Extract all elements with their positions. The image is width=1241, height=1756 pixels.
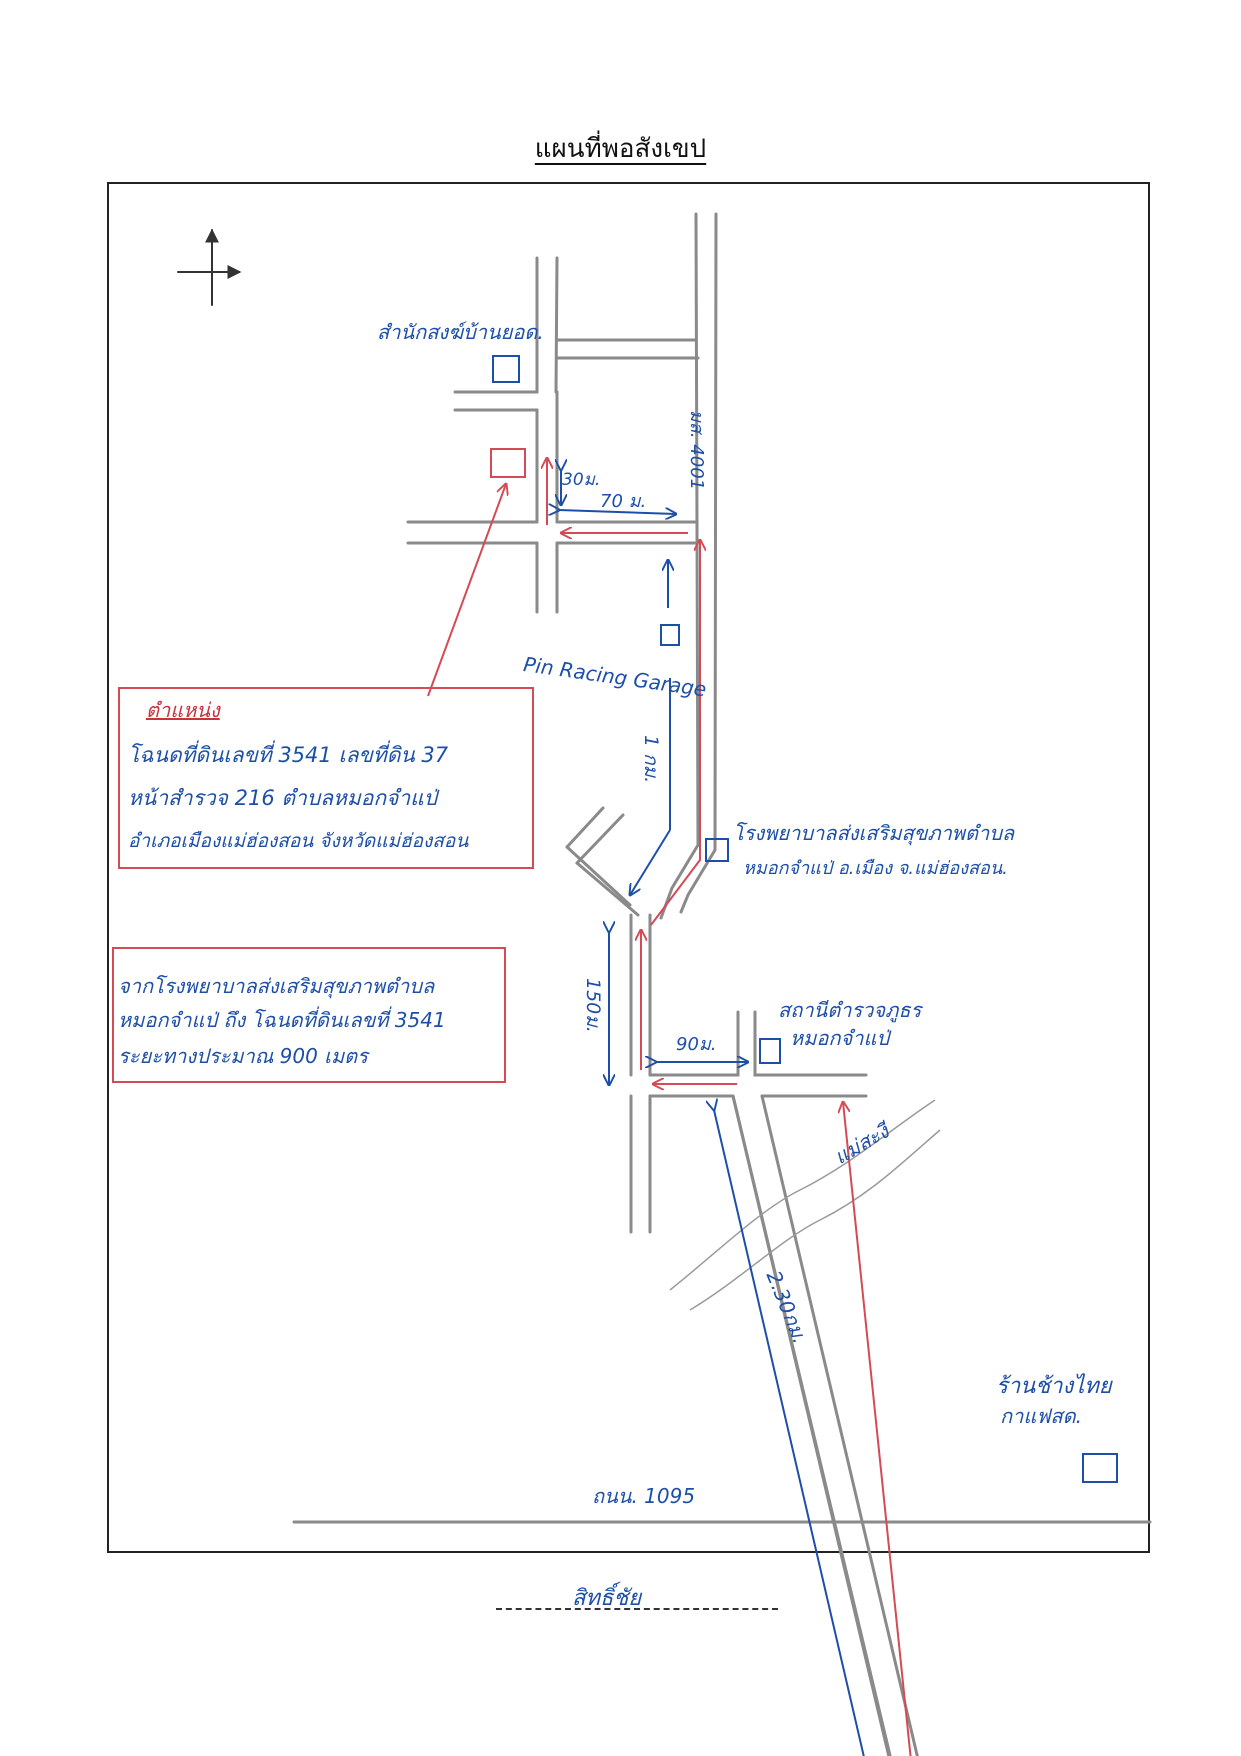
shop-marker-icon bbox=[1082, 1453, 1118, 1483]
distance-box-line1: จากโรงพยาบาลส่งเสริมสุขภาพตำบล bbox=[118, 974, 435, 998]
parcel-marker-icon bbox=[490, 448, 526, 478]
location-line1: โฉนดที่ดินเลขที่ 3541 เลขที่ดิน 37 bbox=[128, 743, 449, 767]
shop-label-line1: ร้านช้างไทย bbox=[996, 1374, 1112, 1399]
location-box bbox=[118, 687, 534, 869]
distance-70m: 70 ม. bbox=[600, 491, 647, 512]
hospital-label-line1: โรงพยาบาลส่งเสริมสุขภาพตำบล bbox=[733, 821, 1015, 845]
distance-1km: 1 กม. bbox=[640, 735, 662, 784]
temple-marker-icon bbox=[492, 355, 520, 383]
road-4001-label: มส. 4001 bbox=[686, 410, 707, 491]
distance-30m: 30ม. bbox=[562, 470, 601, 490]
police-label-line2: หมอกจำแป่ bbox=[790, 1026, 890, 1050]
signature-line bbox=[496, 1608, 778, 1610]
garage-marker-icon bbox=[660, 624, 680, 646]
location-heading: ตำแหน่ง bbox=[146, 698, 220, 722]
shop-label-line2: กาแฟสด. bbox=[1000, 1404, 1082, 1428]
police-label-line1: สถานีตำรวจภูธร bbox=[778, 998, 922, 1022]
diag-road-west-edge bbox=[731, 1094, 892, 1756]
map-frame bbox=[107, 182, 1150, 1553]
distance-150m: 150ม. bbox=[582, 978, 604, 1033]
distance-box-line3: ระยะทางประมาณ 900 เมตร bbox=[118, 1044, 368, 1068]
location-line2: หน้าสำรวจ 216 ตำบลหมอกจำแป่ bbox=[128, 786, 438, 810]
main-road-label: ถนน. 1095 bbox=[592, 1484, 696, 1508]
distance-box-line2: หมอกจำแป่ ถึง โฉนดที่ดินเลขที่ 3541 bbox=[118, 1008, 446, 1032]
location-line3: อำเภอเมืองแม่ฮ่องสอน จังหวัดแม่ฮ่องสอน bbox=[128, 830, 469, 852]
signature: สิทธิ์ชัย bbox=[572, 1586, 642, 1611]
distance-box bbox=[112, 947, 506, 1083]
map-title: แผนที่พอสังเขป bbox=[534, 134, 707, 164]
temple-label: สำนักสงฆ์บ้านยอด. bbox=[377, 320, 544, 344]
distance-90m: 90ม. bbox=[676, 1034, 717, 1055]
police-marker-icon bbox=[759, 1038, 781, 1064]
hospital-marker-icon bbox=[705, 838, 729, 862]
road-upper-left bbox=[554, 256, 559, 394]
hospital-label-line2: หมอกจำแป่ อ.เมือง จ.แม่ฮ่องสอน. bbox=[743, 858, 1008, 879]
